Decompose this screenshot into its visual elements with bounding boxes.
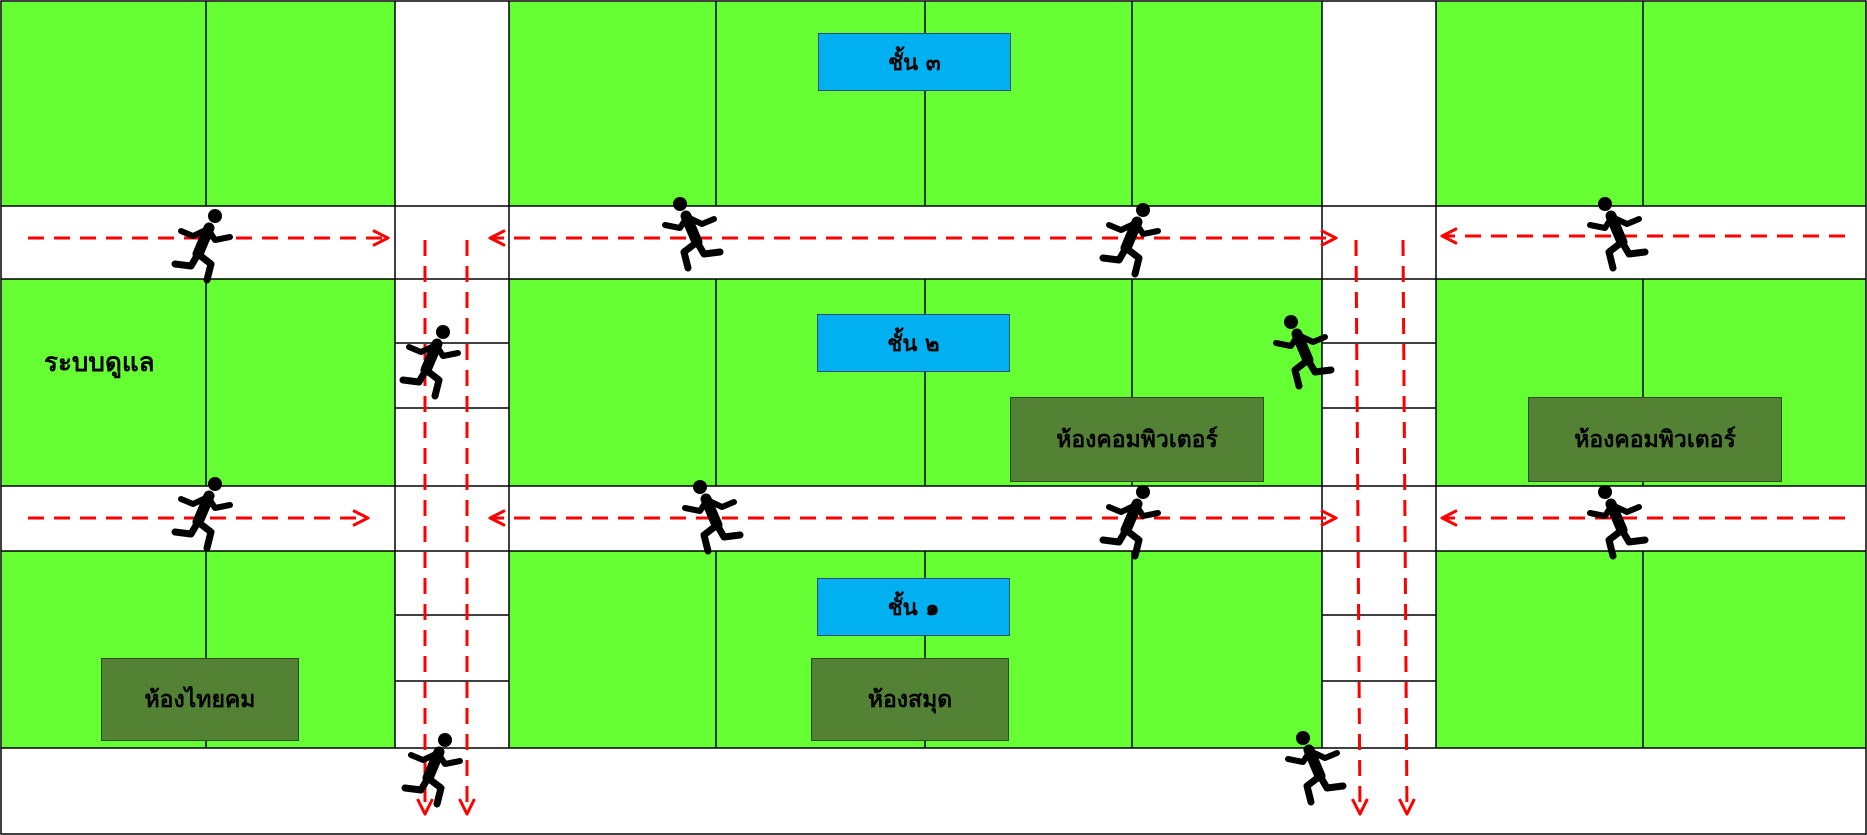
floor2-rooms bbox=[2, 279, 1866, 486]
running-person-icon bbox=[665, 197, 720, 268]
arrow-stair-right-2-down bbox=[1403, 239, 1407, 814]
floor-3-badge: ชั้น ๓ bbox=[818, 33, 1011, 91]
computer-room-2: ห้องคอมพิวเตอร์ bbox=[1528, 397, 1782, 482]
evacuation-arrows bbox=[28, 236, 1845, 814]
running-person-icon bbox=[175, 209, 230, 280]
running-person-icon bbox=[405, 733, 460, 804]
thai-room: ห้องไทยคม bbox=[101, 658, 299, 741]
floor-2-badge: ชั้น ๒ bbox=[817, 314, 1010, 372]
library-room: ห้องสมุด bbox=[811, 658, 1009, 741]
care-system-label: ระบบดูแล bbox=[44, 347, 155, 378]
computer-room-1: ห้องคอมพิวเตอร์ bbox=[1010, 397, 1264, 482]
running-person-icon bbox=[1590, 485, 1645, 556]
arrow-stair-right-1-down bbox=[1356, 239, 1360, 814]
running-person-icon bbox=[1590, 197, 1645, 268]
running-person-icon bbox=[403, 325, 458, 396]
running-person-icon bbox=[175, 477, 230, 548]
running-person-icon bbox=[1103, 485, 1158, 556]
running-person-icon bbox=[685, 480, 740, 551]
floor-1-badge: ชั้น ๑ bbox=[817, 578, 1010, 636]
